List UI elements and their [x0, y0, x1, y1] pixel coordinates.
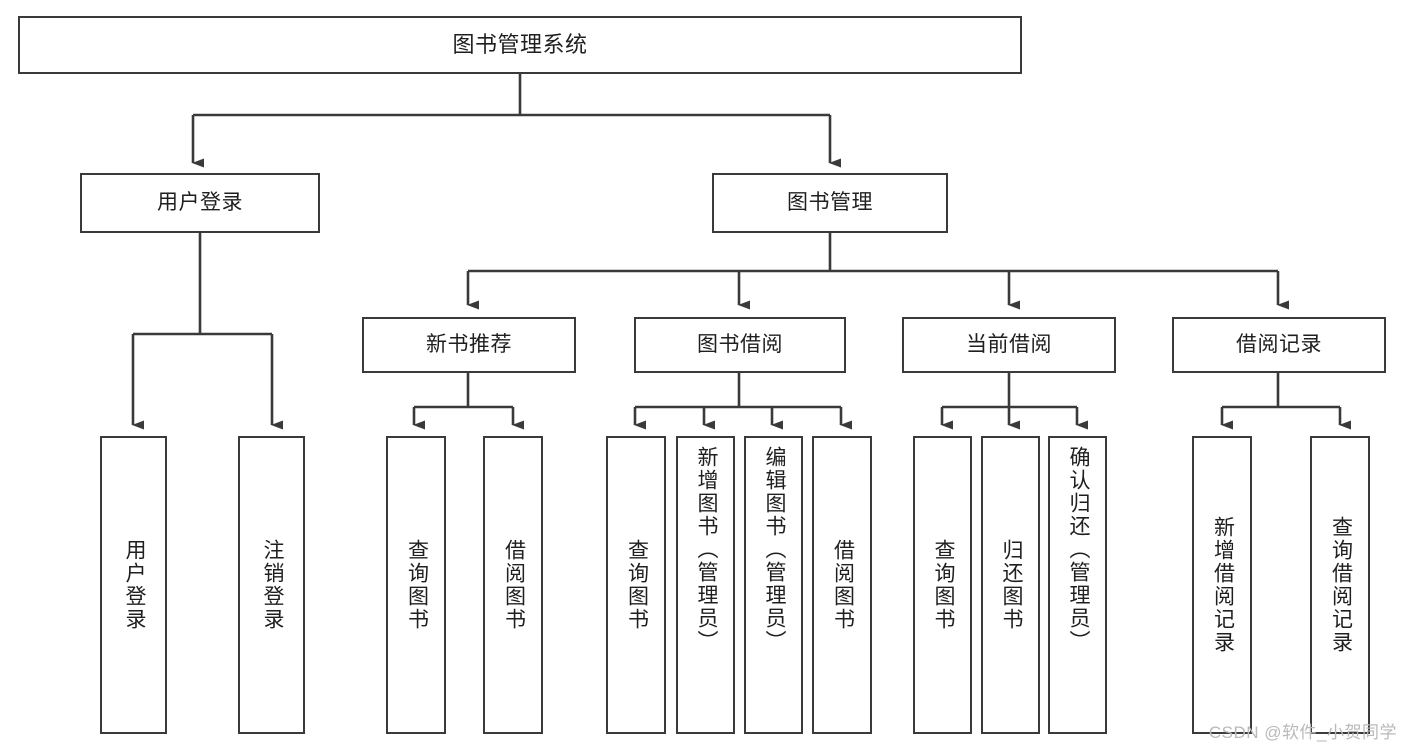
node-user-login[interactable]: 用户登录 — [80, 173, 320, 233]
node-root-system[interactable]: 图书管理系统 — [18, 16, 1022, 74]
node-book-management[interactable]: 图书管理 — [712, 173, 948, 233]
leaf-borrow-record-query[interactable]: 查询借阅记录 — [1310, 436, 1370, 734]
leaf-label: 用户登录 — [122, 539, 146, 631]
leaf-label: 新增借阅记录 — [1211, 516, 1235, 654]
leaf-book-borrow-add[interactable]: 新增图书（管理员） — [676, 436, 735, 734]
leaf-label: 编辑图书（管理员） — [762, 446, 786, 653]
leaf-current-borrow-confirm-return[interactable]: 确认归还（管理员） — [1048, 436, 1107, 734]
leaf-book-borrow-borrow[interactable]: 借阅图书 — [812, 436, 872, 734]
node-label: 当前借阅 — [966, 333, 1052, 357]
leaf-label: 归还图书 — [999, 539, 1023, 631]
leaf-user-login-login[interactable]: 用户登录 — [100, 436, 167, 734]
node-current-borrow[interactable]: 当前借阅 — [902, 317, 1116, 373]
leaf-label: 查询借阅记录 — [1329, 516, 1353, 654]
leaf-label: 借阅图书 — [502, 539, 526, 631]
leaf-label: 确认归还（管理员） — [1066, 446, 1090, 653]
leaf-new-book-borrow[interactable]: 借阅图书 — [483, 436, 543, 734]
leaf-label: 查询图书 — [625, 539, 649, 631]
leaf-label: 查询图书 — [405, 539, 429, 631]
leaf-label: 借阅图书 — [831, 539, 855, 631]
node-label: 图书管理 — [787, 191, 873, 215]
leaf-label: 查询图书 — [931, 539, 955, 631]
node-label: 新书推荐 — [426, 333, 512, 357]
node-label: 借阅记录 — [1236, 333, 1322, 357]
node-label: 图书管理系统 — [452, 31, 588, 57]
leaf-label: 新增图书（管理员） — [694, 446, 718, 653]
leaf-user-login-logout[interactable]: 注销登录 — [238, 436, 305, 734]
node-label: 用户登录 — [157, 191, 243, 215]
leaf-new-book-query[interactable]: 查询图书 — [386, 436, 446, 734]
node-new-book-recommend[interactable]: 新书推荐 — [362, 317, 576, 373]
csdn-watermark: CSDN @软件_小贺同学 — [1208, 723, 1397, 742]
leaf-book-borrow-query[interactable]: 查询图书 — [606, 436, 666, 734]
node-borrow-record[interactable]: 借阅记录 — [1172, 317, 1386, 373]
node-book-borrow[interactable]: 图书借阅 — [634, 317, 846, 373]
node-label: 图书借阅 — [697, 333, 783, 357]
leaf-current-borrow-query[interactable]: 查询图书 — [913, 436, 972, 734]
leaf-label: 注销登录 — [260, 539, 284, 631]
leaf-borrow-record-add[interactable]: 新增借阅记录 — [1192, 436, 1252, 734]
leaf-current-borrow-return[interactable]: 归还图书 — [981, 436, 1040, 734]
leaf-book-borrow-edit[interactable]: 编辑图书（管理员） — [744, 436, 803, 734]
